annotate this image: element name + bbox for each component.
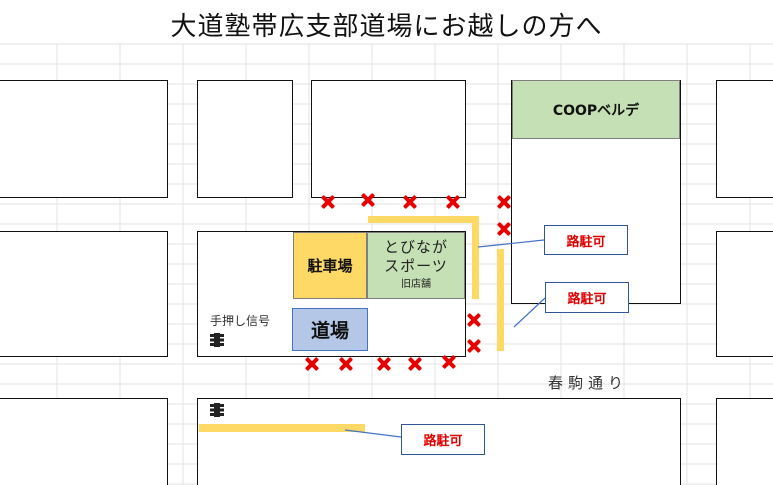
store-name-line2: スポーツ [384,257,448,275]
roadside-parking-marker-left-vertical [472,216,479,299]
roadside-parking-label-3: 路駐可 [401,424,485,455]
red-x-icon [497,222,511,236]
callout-line-2 [513,297,546,328]
block-far-right-mid [716,231,773,357]
red-x-icon [467,313,481,327]
red-x-icon [408,357,422,371]
block-bottom-left [0,398,168,485]
coop-building: COOPベルデ [512,80,680,139]
page-title: 大道塾帯広支部道場にお越しの方へ [170,12,603,42]
red-x-icon [377,357,391,371]
block-mid-left [0,231,168,357]
traffic-signal-icon [210,403,224,417]
block-top-center-left [197,80,293,198]
red-x-icon [467,339,481,353]
traffic-signal-icon [210,333,224,347]
red-x-icon [446,195,460,209]
roadside-parking-marker-right-vertical [497,249,504,351]
roadside-parking-label-1: 路駐可 [544,225,628,255]
callout-line-1 [477,239,545,248]
parking-lot: 駐車場 [293,232,367,299]
red-x-icon [361,193,375,207]
roadside-parking-label-2: 路駐可 [545,282,629,313]
block-far-right-top [716,80,773,198]
block-top-center [311,80,466,198]
block-far-right-bottom [716,398,773,485]
store-name-line1: とびなが [383,238,448,256]
street-name: 春駒通り [548,374,629,392]
store-note: 旧店舗 [401,279,431,290]
block-top-left [0,80,168,198]
tobinaga-sports-store: とびなが スポーツ 旧店舗 [367,232,465,299]
dojo: 道場 [292,308,368,351]
red-x-icon [321,195,335,209]
red-x-icon [442,355,456,369]
signal-label: 手押し信号 [210,314,271,328]
red-x-icon [497,195,511,209]
roadside-parking-marker-bottom [199,424,365,432]
red-x-icon [305,357,319,371]
roadside-parking-marker-top [368,216,479,223]
callout-line-3 [344,429,402,438]
red-x-icon [339,357,353,371]
red-x-icon [403,195,417,209]
